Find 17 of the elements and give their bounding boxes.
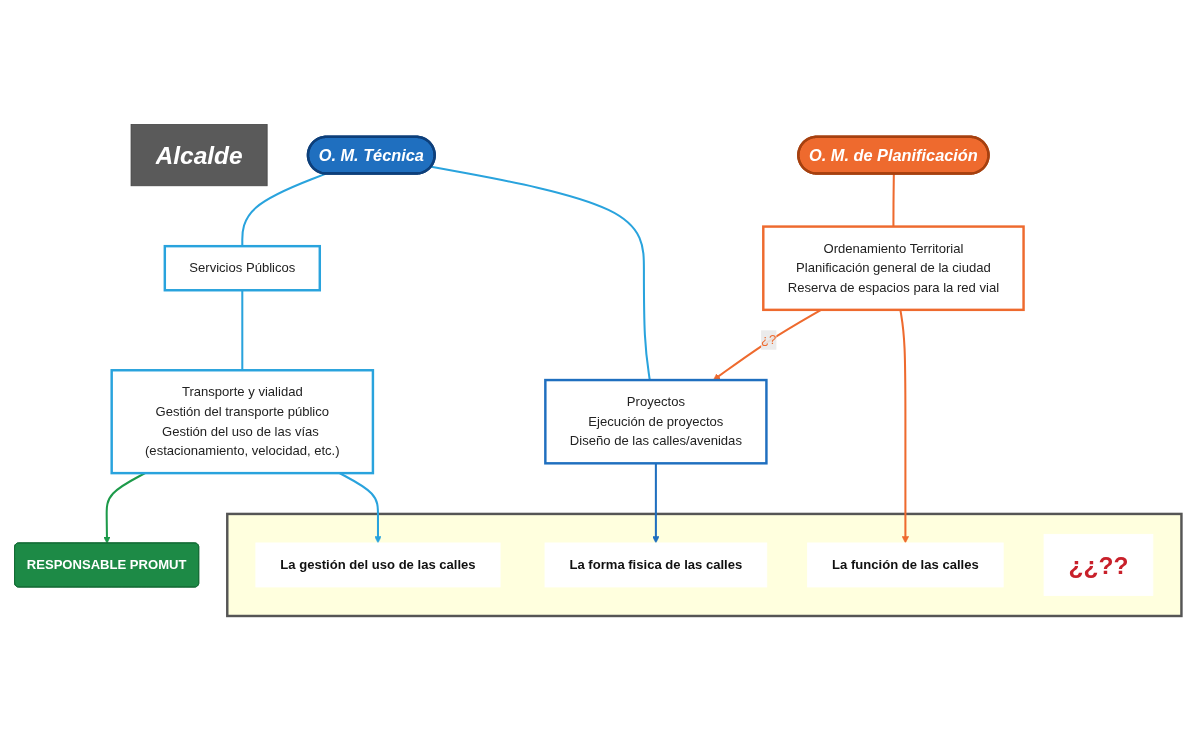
node-box: La forma fisica de las calles <box>544 542 768 588</box>
arrow <box>652 463 660 543</box>
node-box: La gestión del uso de las calles <box>255 542 501 588</box>
node-box: Servicios Públicos <box>163 244 321 292</box>
node-box: Ordenamiento Territorial Planificación general de la ciudad Reserva de espacios para la red vial <box>762 225 1025 311</box>
connector <box>892 173 895 227</box>
arrow <box>899 309 909 543</box>
node-box: La función de las calles <box>807 542 1004 588</box>
node-box: Transporte y vialidad Gestión del transporte público Gestión del uso de las vías (estacionamiento, velocidad, etc.) <box>110 368 375 475</box>
connector <box>241 172 326 246</box>
node-box: ¿¿?? <box>1043 533 1154 596</box>
connector <box>241 290 244 370</box>
node-box: Alcalde <box>130 123 268 186</box>
cluster <box>226 512 1183 617</box>
edge-label: ¿? <box>761 332 777 347</box>
node-box: Proyectos Ejecución de proyectos Diseño de las calles/avenidas <box>544 378 768 465</box>
connector <box>431 165 651 380</box>
